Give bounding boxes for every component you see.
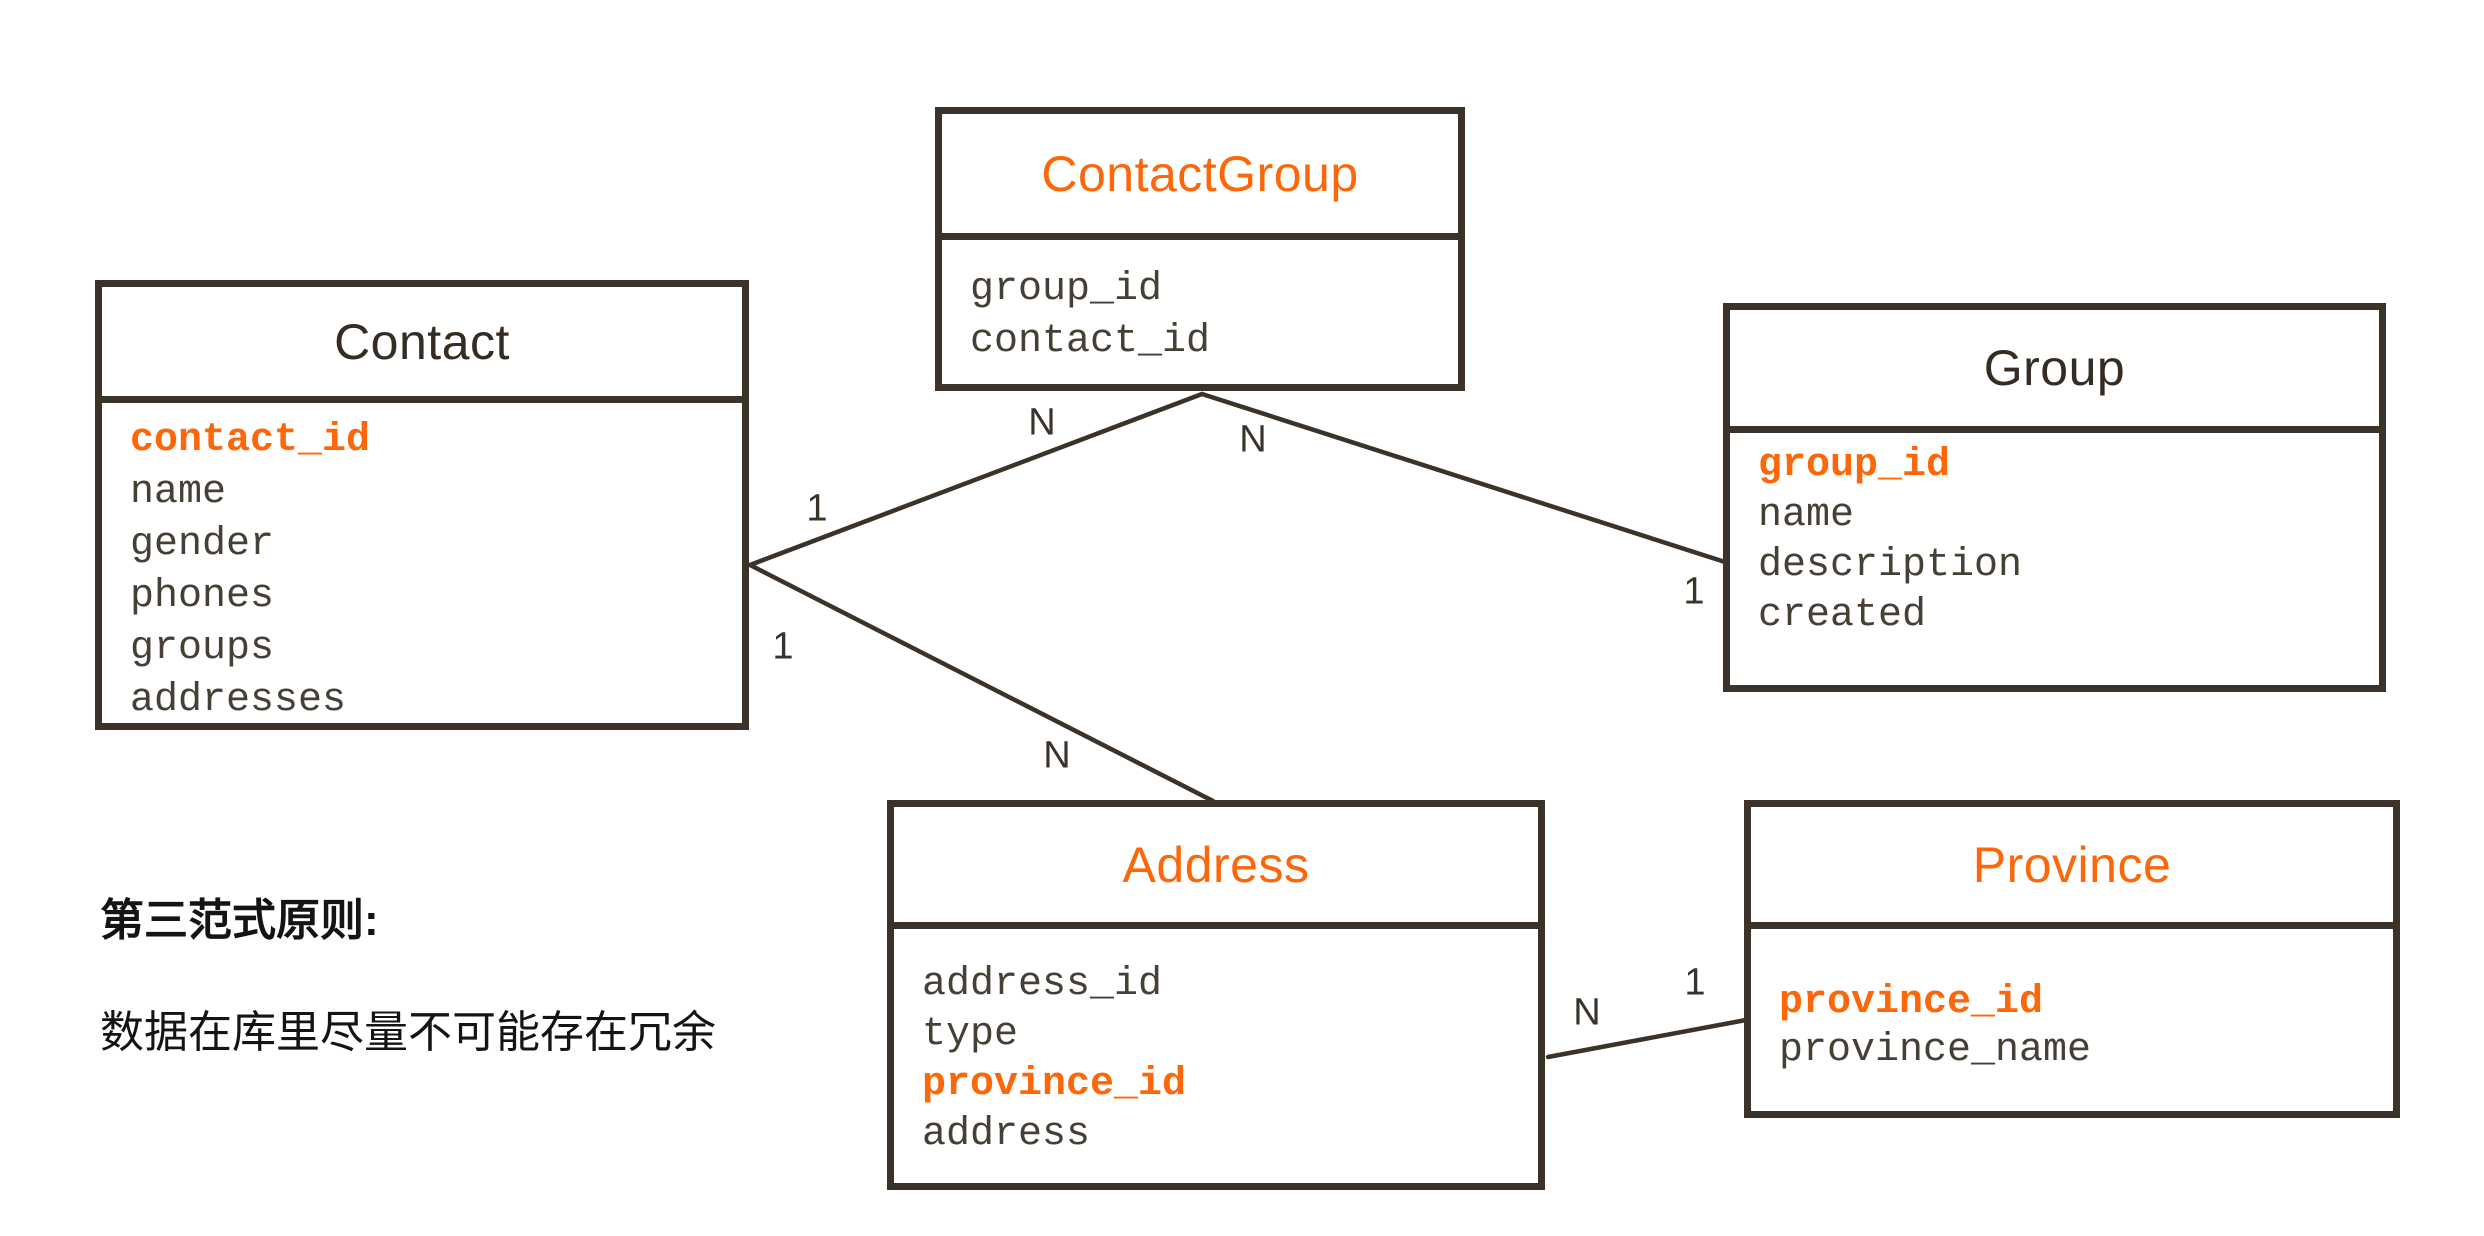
attribute-list: province_id province_name	[1751, 929, 2393, 1075]
attribute-row: name	[130, 470, 227, 515]
entity-contact: Contact contact_id name gender phones gr…	[95, 280, 749, 730]
entity-title: Address	[894, 807, 1538, 929]
attribute-row: contact_id	[970, 319, 1211, 364]
cardinality-label-contact-side: 1	[772, 625, 794, 668]
line-contactgroup-group	[1199, 391, 1728, 565]
entity-title: ContactGroup	[942, 114, 1458, 240]
attribute-row: created	[1758, 593, 1927, 638]
attribute-row: groups	[130, 626, 275, 671]
cardinality-label-contactgroup-side: N	[1028, 401, 1056, 444]
attribute-row: name	[1758, 493, 1855, 538]
attribute-row-foreign-key: province_id	[922, 1062, 1187, 1107]
attribute-list: group_id contact_id	[942, 240, 1458, 368]
cardinality-label-address-side: N	[1043, 734, 1071, 777]
line-contact-address	[747, 562, 1216, 804]
cardinality-label-contact-side: 1	[806, 487, 828, 530]
entity-title: Province	[1751, 807, 2393, 929]
cardinality-label-province-side: 1	[1684, 961, 1706, 1004]
attribute-list: contact_id name gender phones groups add…	[102, 403, 742, 727]
attribute-row: type	[922, 1012, 1019, 1057]
line-contact-contactgroup	[747, 391, 1205, 568]
entity-province: Province province_id province_name	[1744, 800, 2400, 1118]
attribute-row-primary-key: province_id	[1779, 980, 2044, 1025]
attribute-row: addresses	[130, 678, 347, 723]
attribute-row-primary-key: contact_id	[130, 418, 371, 463]
entity-title: Group	[1730, 310, 2379, 433]
cardinality-label-contactgroup-side: N	[1239, 418, 1267, 461]
attribute-row: group_id	[970, 267, 1163, 312]
attribute-list: address_id type province_id address	[894, 929, 1538, 1160]
entity-address: Address address_id type province_id addr…	[887, 800, 1545, 1190]
entity-contactgroup: ContactGroup group_id contact_id	[935, 107, 1465, 391]
attribute-row: gender	[130, 522, 275, 567]
attribute-row: province_name	[1779, 1028, 2092, 1073]
cardinality-label-address-side: N	[1573, 991, 1601, 1034]
entity-group: Group group_id name description created	[1723, 303, 2386, 692]
attribute-list: group_id name description created	[1730, 433, 2379, 641]
attribute-row: address_id	[922, 962, 1163, 1007]
attribute-row-primary-key: group_id	[1758, 443, 1951, 488]
note-heading: 第三范式原则:	[100, 896, 379, 945]
note-body: 数据在库里尽量不可能存在冗余	[100, 1008, 716, 1057]
attribute-row: address	[922, 1112, 1091, 1157]
cardinality-label-group-side: 1	[1683, 570, 1705, 613]
entity-title: Contact	[102, 287, 742, 403]
line-address-province	[1545, 1017, 1749, 1060]
attribute-row: phones	[130, 574, 275, 619]
attribute-row: description	[1758, 543, 2023, 588]
